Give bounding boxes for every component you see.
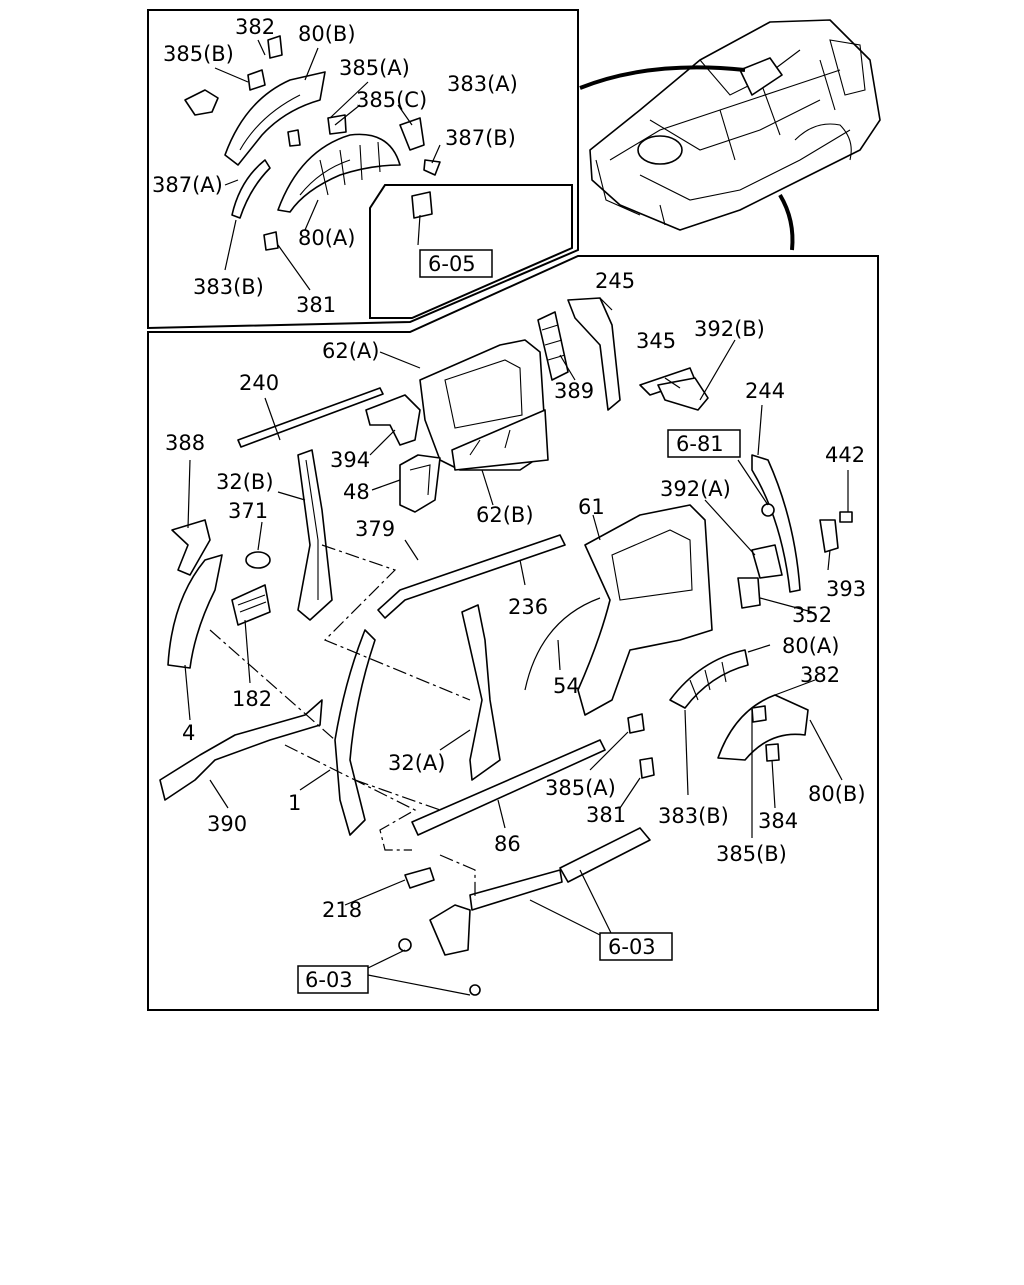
callout-80a: 80(A) [782,634,839,658]
callout-61: 61 [578,495,605,519]
callout-32b: 32(B) [216,470,274,494]
callout-80b-inset: 80(B) [298,22,356,46]
callout-385a-inset: 385(A) [339,56,410,80]
callout-62a: 62(A) [322,339,379,363]
ref-box-6-05[interactable] [419,249,493,278]
callout-383b-inset: 383(B) [193,275,264,299]
ref-label-6-05: 6-05 [428,252,476,276]
ref-box-6-03-left[interactable] [297,965,369,994]
leader-lines [184,297,849,996]
callout-80a-inset: 80(A) [298,226,355,250]
callout-387b-inset: 387(B) [445,126,516,150]
ref-label-6-03-right: 6-03 [608,935,656,959]
callout-345: 345 [636,329,676,353]
ref-box-6-81[interactable] [667,429,741,458]
callout-381: 381 [586,803,626,827]
callout-385c-inset: 385(C) [356,88,427,112]
callout-385b: 385(B) [716,842,787,866]
callout-352: 352 [792,603,832,627]
ref-label-6-03-left: 6-03 [305,968,353,992]
main-frame [147,255,879,1011]
callout-381-inset: 381 [296,293,336,317]
callout-388: 388 [165,431,205,455]
callout-393: 393 [826,577,866,601]
callout-244: 244 [745,379,785,403]
inner-detail-frame [369,184,573,319]
callout-218: 218 [322,898,362,922]
callout-32a: 32(A) [388,751,445,775]
inset-parts [184,35,441,291]
callout-392a: 392(A) [660,477,731,501]
callout-394: 394 [330,448,370,472]
callout-385a: 385(A) [545,776,616,800]
callout-387a-inset: 387(A) [152,173,223,197]
callout-48: 48 [343,480,370,504]
inset-frame [147,9,579,330]
callout-379: 379 [355,517,395,541]
callout-392b: 392(B) [694,317,765,341]
callout-80b: 80(B) [808,782,866,806]
callout-442: 442 [825,443,865,467]
callout-62b: 62(B) [476,503,534,527]
callout-236: 236 [508,595,548,619]
callout-1: 1 [288,791,301,815]
main-labels: 62(A) 245 345 392(B) 240 389 244 388 394… [165,269,866,922]
callout-385b-inset: 385(B) [163,42,234,66]
callout-4: 4 [182,721,195,745]
callout-382: 382 [800,663,840,687]
callout-54: 54 [553,674,580,698]
reference-boxes: 6-05 6-81 6-03 6-03 [297,249,741,994]
inset-labels: 382 385(B) 80(B) 385(A) 383(A) 385(C) 38… [152,15,518,317]
callout-390: 390 [207,812,247,836]
callout-86: 86 [494,832,521,856]
callout-382-inset: 382 [235,15,275,39]
main-parts [159,297,853,996]
callout-384: 384 [758,809,798,833]
callout-240: 240 [239,371,279,395]
bracket-387a [184,89,219,116]
ref-box-6-03-right[interactable] [599,932,673,961]
callout-245: 245 [595,269,635,293]
ref-label-6-81: 6-81 [676,432,724,456]
vehicle-overview [579,19,881,251]
callout-371: 371 [228,499,268,523]
callout-383a-inset: 383(A) [447,72,518,96]
callout-383b: 383(B) [658,804,729,828]
callout-389: 389 [554,379,594,403]
callout-182: 182 [232,687,272,711]
